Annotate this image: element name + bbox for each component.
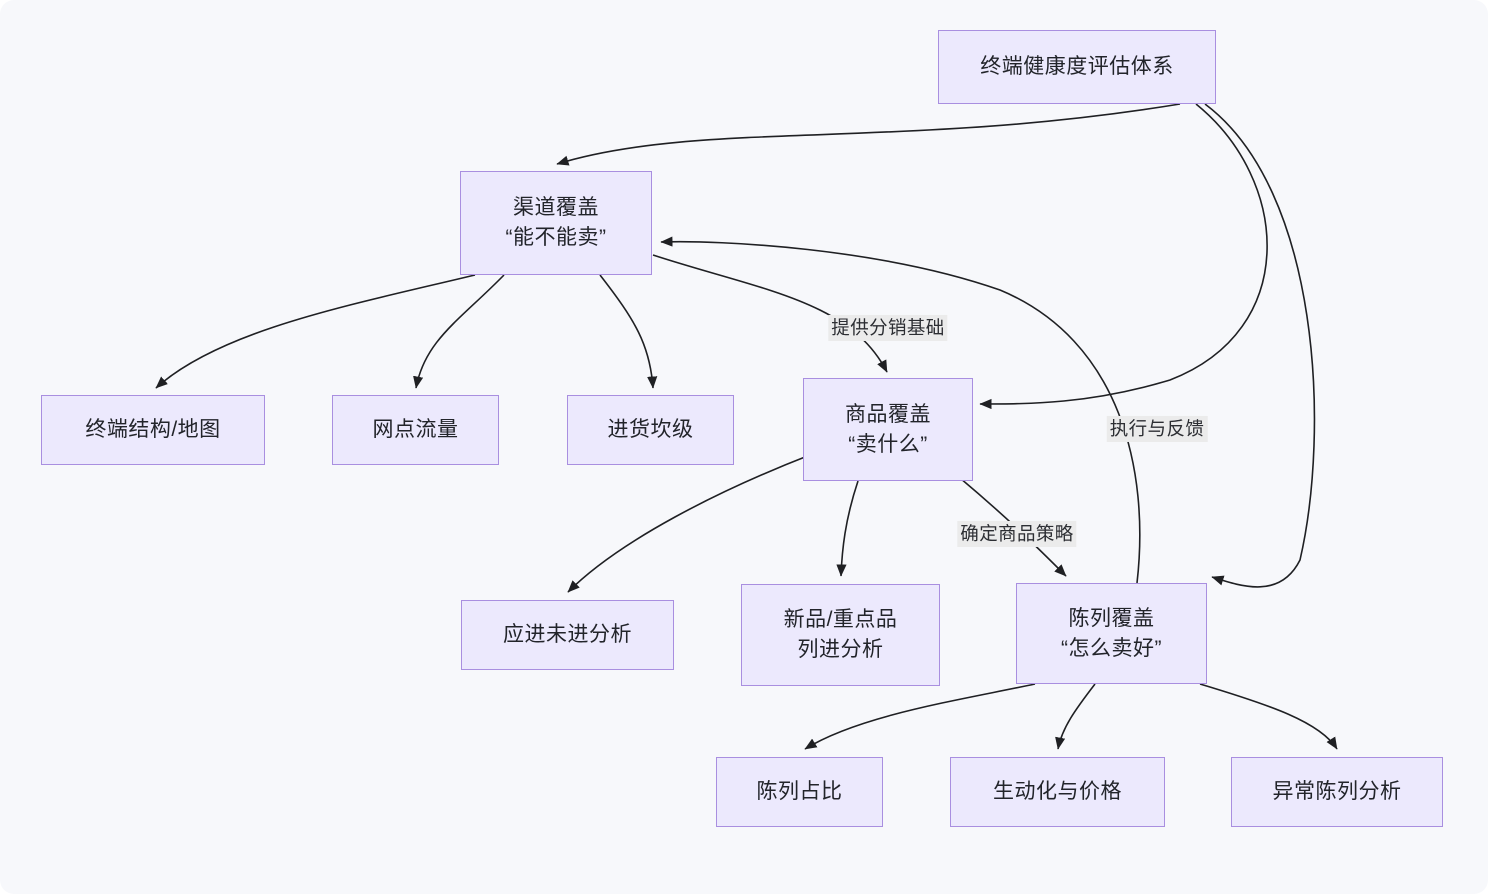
edge-root-channel [556,103,1181,166]
node-label-primary: 异常陈列分析 [1272,780,1402,804]
node-abnormal[interactable]: 异常陈列分析 [1231,757,1443,827]
node-label-secondary: 列进分析 [797,638,884,661]
edge-display-share [804,683,1036,750]
edge-display-vivid [1055,683,1096,750]
edge-root-display [1204,103,1316,588]
edge-channel-structure [155,274,476,389]
node-label-primary: 新品/重点品 [783,608,898,632]
edge-root-product [979,103,1268,410]
node-label-primary: 应进未进分析 [503,623,632,647]
edge-product-newitem [836,480,859,577]
edge-label-display-channel: 执行与反馈 [1106,415,1208,443]
edge-channel-product [652,254,888,373]
node-root[interactable]: 终端健康度评估体系 [938,30,1216,104]
node-product[interactable]: 商品覆盖 “卖什么” [803,378,973,481]
edge-display-abnormal [1199,683,1338,750]
edge-channel-tier [599,274,658,389]
node-label-primary: 陈列覆盖 [1068,606,1155,630]
node-label-secondary: “卖什么” [848,432,928,456]
node-label-primary: 终端健康度评估体系 [980,55,1174,79]
node-label-primary: 生动化与价格 [993,780,1122,804]
node-traffic[interactable]: 网点流量 [332,395,499,465]
node-label-primary: 网点流量 [372,418,459,442]
edge-channel-traffic [413,274,505,389]
node-label-primary: 渠道覆盖 [513,196,599,220]
node-label-primary: 陈列占比 [756,780,843,804]
node-channel[interactable]: 渠道覆盖 “能不能卖” [460,171,652,275]
node-label-primary: 终端结构/地图 [85,418,221,442]
edge-product-missing [567,454,811,593]
node-structure[interactable]: 终端结构/地图 [41,395,265,465]
node-vivid[interactable]: 生动化与价格 [950,757,1165,827]
node-label-secondary: “能不能卖” [505,226,607,249]
node-missing[interactable]: 应进未进分析 [461,600,674,670]
edge-label-channel-product: 提供分销基础 [828,314,948,342]
node-share[interactable]: 陈列占比 [716,757,883,827]
edge-label-product-display: 确定商品策略 [957,520,1077,548]
node-tier[interactable]: 进货坎级 [567,395,734,465]
node-label-primary: 商品覆盖 [845,402,931,426]
node-newitem[interactable]: 新品/重点品列进分析 [741,584,940,686]
node-display[interactable]: 陈列覆盖 “怎么卖好” [1016,583,1207,684]
node-label-primary: 进货坎级 [607,418,694,442]
node-label-secondary: “怎么卖好” [1061,636,1162,660]
